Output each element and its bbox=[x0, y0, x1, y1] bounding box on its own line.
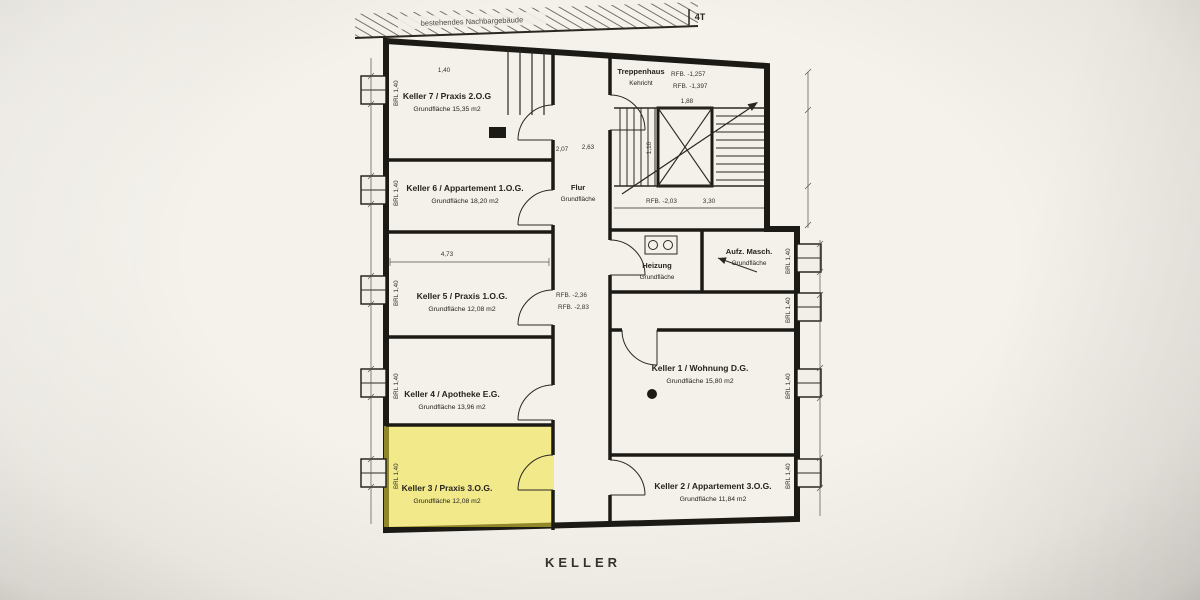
aufzug-arrow bbox=[717, 257, 758, 273]
column-dot bbox=[647, 389, 657, 399]
level-label: RFB. -2,83 bbox=[558, 304, 589, 311]
room-label-keller-2: Keller 2 / Appartement 3.O.G. bbox=[654, 481, 771, 491]
label-treppenhaus-sub: Kehricht bbox=[629, 80, 653, 87]
room-label-keller-4: Keller 4 / Apotheke E.G. bbox=[404, 389, 500, 399]
window-label: BRL 1,40 bbox=[785, 248, 792, 274]
boiler-fixture bbox=[644, 235, 678, 255]
window-label: BRL 1,40 bbox=[393, 80, 400, 106]
dimension-chains bbox=[367, 58, 824, 524]
interior-walls bbox=[386, 52, 797, 530]
window-label: BRL 1,40 bbox=[393, 373, 400, 399]
window-label: BRL 1,40 bbox=[785, 373, 792, 399]
room-label-keller-3: Keller 3 / Praxis 3.O.G. bbox=[402, 483, 493, 493]
room-area-keller-4: Grundfläche 13,96 m2 bbox=[418, 404, 485, 411]
level-label: RFB. -2,03 bbox=[646, 198, 677, 205]
dimension-labels: 1,40 2,63 4,73 1,10 1,88 RFB. -1,257 RFB… bbox=[438, 67, 716, 311]
dim-label: 1,40 bbox=[438, 67, 451, 74]
label-flur: Flur bbox=[571, 183, 585, 192]
label-aufzug-area: Grundfläche bbox=[732, 260, 767, 267]
service-labels: Flur Grundfläche Treppenhaus Kehricht He… bbox=[561, 67, 773, 281]
dim-label: 2,63 bbox=[582, 144, 595, 151]
room-label-keller-5: Keller 5 / Praxis 1.O.G. bbox=[417, 291, 508, 301]
window-label: BRL 1,40 bbox=[393, 180, 400, 206]
window-label: BRL 1,40 bbox=[393, 280, 400, 306]
windows-left: BRL 1,40 BRL 1,40 BRL 1,40 BRL 1,40 BRL … bbox=[360, 75, 400, 489]
neighbor-building-hatch: bestehendes Nachbargebäude 4T bbox=[354, 2, 706, 39]
chimney-block bbox=[489, 127, 506, 138]
room-area-keller-6: Grundfläche 18,20 m2 bbox=[431, 198, 498, 205]
room-label-keller-7: Keller 7 / Praxis 2.O.G bbox=[403, 91, 492, 101]
room-label-keller-6: Keller 6 / Appartement 1.O.G. bbox=[406, 183, 523, 193]
dim-label: 3,30 bbox=[703, 198, 716, 205]
dim-label: 1,88 bbox=[681, 98, 694, 105]
label-flur-area: Grundfläche bbox=[561, 196, 596, 203]
label-aufzug: Aufz. Masch. bbox=[726, 247, 772, 256]
level-label: RFB. -2,36 bbox=[556, 292, 587, 299]
service-shaft-lines bbox=[507, 49, 545, 115]
room-area-keller-5: Grundfläche 12,08 m2 bbox=[428, 306, 495, 313]
door-swings bbox=[517, 94, 658, 496]
level-label: RFB. -1,257 bbox=[671, 71, 706, 78]
room-area-keller-2: Grundfläche 11,84 m2 bbox=[680, 496, 747, 503]
dim-label: 1,10 bbox=[646, 141, 653, 154]
room-label-keller-1: Keller 1 / Wohnung D.G. bbox=[652, 363, 749, 373]
highlight-keller-3 bbox=[384, 426, 554, 527]
dim-label: 2,07 bbox=[556, 146, 569, 153]
window-label: BRL 1,40 bbox=[785, 297, 792, 323]
level-label: RFB. -1,397 bbox=[673, 83, 708, 90]
plan-caption: KELLER bbox=[545, 555, 621, 570]
window-label: BRL 1,40 bbox=[785, 463, 792, 489]
elevator-x-mark bbox=[657, 107, 713, 187]
dim-label: 4,73 bbox=[441, 251, 454, 258]
room-labels: Keller 7 / Praxis 2.O.G Grundfläche 15,3… bbox=[402, 91, 772, 505]
elevator-shaft bbox=[656, 106, 714, 188]
stair-direction-arrow bbox=[621, 102, 758, 195]
neighbor-building-label: bestehendes Nachbargebäude bbox=[420, 15, 523, 28]
label-heizung: Heizung bbox=[642, 261, 672, 270]
window-label: BRL 1,40 bbox=[393, 463, 400, 489]
label-treppenhaus: Treppenhaus bbox=[617, 67, 664, 76]
room-area-keller-7: Grundfläche 15,35 m2 bbox=[413, 106, 480, 113]
stairs bbox=[614, 107, 765, 209]
label-heizung-area: Grundfläche bbox=[640, 274, 675, 281]
neighbor-label-backing bbox=[397, 11, 547, 30]
section-marker-label: 4T bbox=[695, 12, 706, 22]
room-area-keller-1: Grundfläche 15,80 m2 bbox=[666, 378, 733, 385]
room-area-keller-3: Grundfläche 12,08 m2 bbox=[413, 498, 480, 505]
